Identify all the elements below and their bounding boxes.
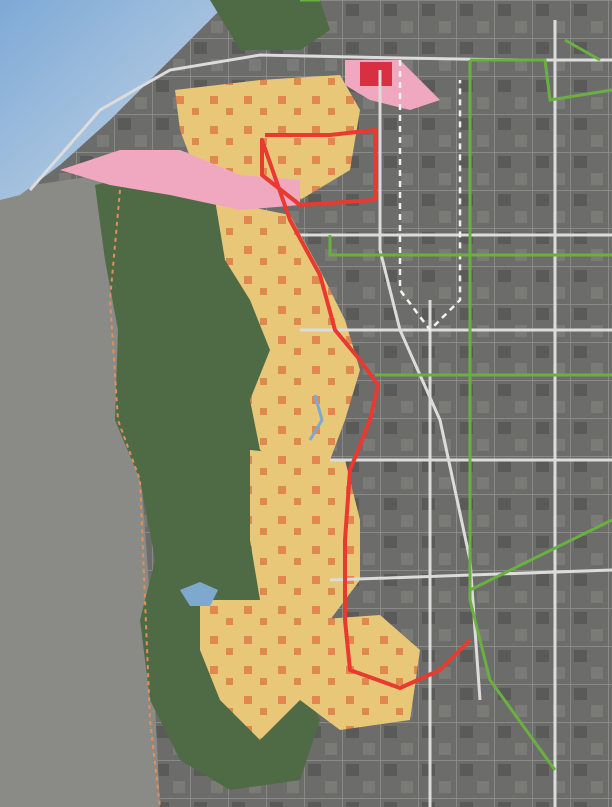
dashed-corridor [398, 60, 462, 332]
development-south [250, 450, 360, 640]
forest-north [210, 0, 330, 50]
development-far-south [200, 600, 420, 740]
town-center [360, 62, 392, 86]
development-central [215, 200, 360, 470]
commercial-zone-northwest [60, 150, 300, 210]
reservoir [180, 582, 218, 606]
light-rail-line [260, 128, 472, 690]
stream [308, 394, 324, 441]
trail-network [300, 0, 612, 771]
